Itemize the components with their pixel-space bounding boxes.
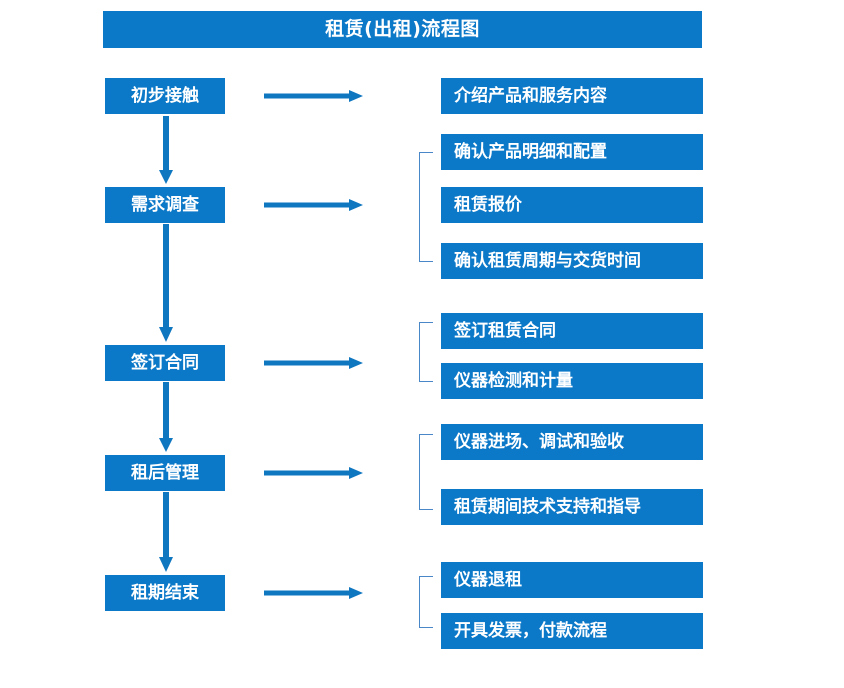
stage-label: 初步接触 — [131, 85, 199, 106]
stage-label: 租后管理 — [131, 462, 199, 483]
detail-box-仪器检测和计量[interactable]: 仪器检测和计量 — [441, 363, 703, 399]
group-bracket-租期结束 — [419, 576, 433, 628]
detail-label: 仪器检测和计量 — [454, 370, 573, 391]
diagram-title-bar: 租赁(出租)流程图 — [103, 11, 702, 48]
right-arrow-icon-5 — [264, 587, 363, 599]
detail-box-确认租赁周期与交货时间[interactable]: 确认租赁周期与交货时间 — [441, 243, 703, 279]
detail-box-确认产品明细和配置[interactable]: 确认产品明细和配置 — [441, 134, 703, 170]
detail-box-签订租赁合同[interactable]: 签订租赁合同 — [441, 313, 703, 349]
stage-label: 租期结束 — [131, 582, 199, 603]
detail-label: 仪器进场、调试和验收 — [454, 431, 624, 452]
detail-box-租赁期间技术支持和指导[interactable]: 租赁期间技术支持和指导 — [441, 489, 703, 525]
group-bracket-需求调查 — [419, 152, 433, 262]
down-arrow-icon-2 — [159, 224, 173, 342]
detail-box-仪器进场调试和验收[interactable]: 仪器进场、调试和验收 — [441, 424, 703, 460]
down-arrow-icon-1 — [159, 116, 173, 184]
down-arrow-icon-4 — [159, 492, 173, 572]
detail-label: 介绍产品和服务内容 — [454, 85, 607, 106]
group-bracket-租后管理 — [419, 434, 433, 510]
stage-box-签订合同[interactable]: 签订合同 — [105, 345, 225, 381]
detail-box-租赁报价[interactable]: 租赁报价 — [441, 187, 703, 223]
right-arrow-icon-2 — [264, 199, 363, 211]
stage-box-租期结束[interactable]: 租期结束 — [105, 575, 225, 611]
stage-box-需求调查[interactable]: 需求调查 — [105, 187, 225, 223]
detail-label: 签订租赁合同 — [454, 320, 556, 341]
group-bracket-签订合同 — [419, 322, 433, 382]
detail-label: 仪器退租 — [454, 569, 522, 590]
detail-label: 租赁报价 — [454, 194, 522, 215]
detail-label: 确认租赁周期与交货时间 — [454, 250, 641, 271]
down-arrow-icon-3 — [159, 382, 173, 452]
stage-label: 签订合同 — [131, 352, 199, 373]
detail-label: 开具发票，付款流程 — [454, 620, 607, 641]
detail-label: 确认产品明细和配置 — [454, 141, 607, 162]
page-title: 租赁(出租)流程图 — [325, 18, 480, 40]
stage-box-初步接触[interactable]: 初步接触 — [105, 78, 225, 114]
stage-box-租后管理[interactable]: 租后管理 — [105, 455, 225, 491]
detail-label: 租赁期间技术支持和指导 — [454, 496, 641, 517]
right-arrow-icon-1 — [264, 90, 363, 102]
detail-box-仪器退租[interactable]: 仪器退租 — [441, 562, 703, 598]
right-arrow-icon-4 — [264, 467, 363, 479]
detail-box-介绍产品和服务内容[interactable]: 介绍产品和服务内容 — [441, 78, 703, 114]
right-arrow-icon-3 — [264, 357, 363, 369]
stage-label: 需求调查 — [131, 194, 199, 215]
detail-box-开具发票付款流程[interactable]: 开具发票，付款流程 — [441, 613, 703, 649]
